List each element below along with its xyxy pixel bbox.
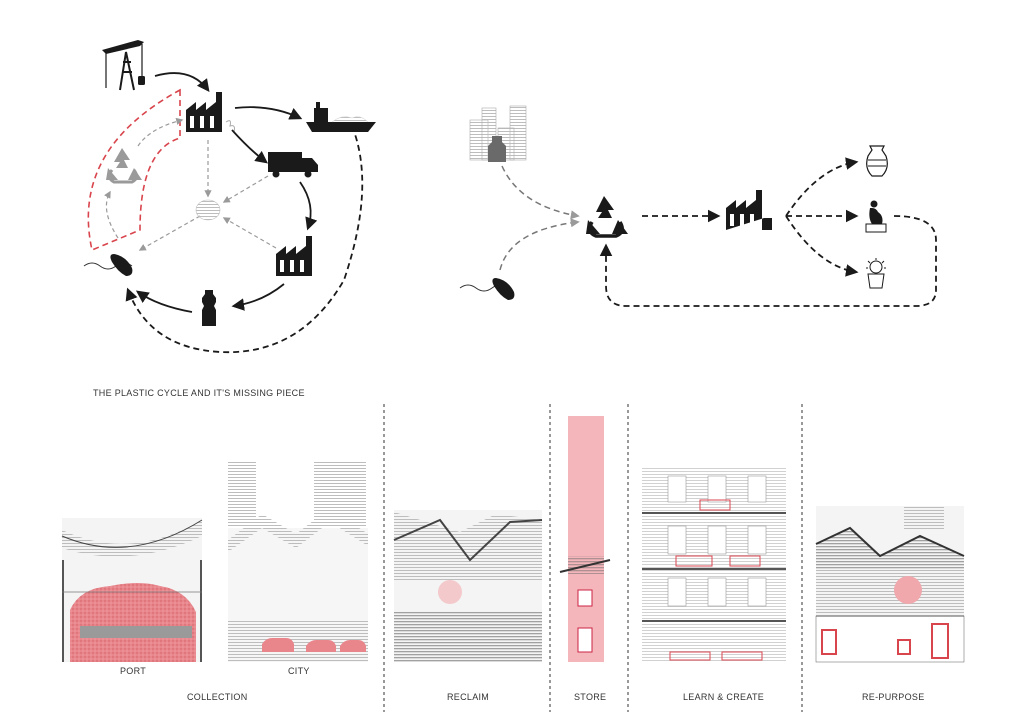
label-city: CITY <box>288 666 310 676</box>
label-learn-create: LEARN & CREATE <box>683 692 765 702</box>
diagram-caption: THE PLASTIC CYCLE AND IT'S MISSING PIECE <box>93 388 305 398</box>
hand-icon <box>459 278 515 300</box>
store-illustration <box>559 416 611 662</box>
recycle-icon <box>586 196 628 238</box>
bottle-icon <box>202 290 216 326</box>
left-cycle <box>83 40 376 354</box>
sculpture-icon <box>865 200 887 233</box>
vase-icon <box>866 145 888 177</box>
label-reclaim: RECLAIM <box>447 692 490 702</box>
label-store: STORE <box>574 692 607 702</box>
truck-icon <box>268 152 318 178</box>
reclaim-illustration <box>393 510 543 662</box>
learn-create-illustration <box>642 466 786 662</box>
waste-pile-icon <box>195 199 221 221</box>
oil-pump-icon <box>102 40 145 91</box>
factory-icon <box>186 92 235 133</box>
port-illustration <box>61 518 203 662</box>
repurpose-illustration <box>815 506 965 663</box>
city-icon <box>469 105 527 162</box>
hand-icon <box>83 254 133 276</box>
ship-icon <box>306 102 376 132</box>
label-port: PORT <box>120 666 147 676</box>
lamp-icon <box>866 258 886 289</box>
right-cycle <box>459 105 937 307</box>
recycle-icon <box>106 148 142 184</box>
missing-piece-arc <box>87 88 181 252</box>
factory-icon <box>726 190 772 230</box>
city-illustration <box>228 462 368 662</box>
label-repurpose: RE-PURPOSE <box>862 692 925 702</box>
label-collection: COLLECTION <box>187 692 248 702</box>
factory-icon <box>276 236 312 276</box>
